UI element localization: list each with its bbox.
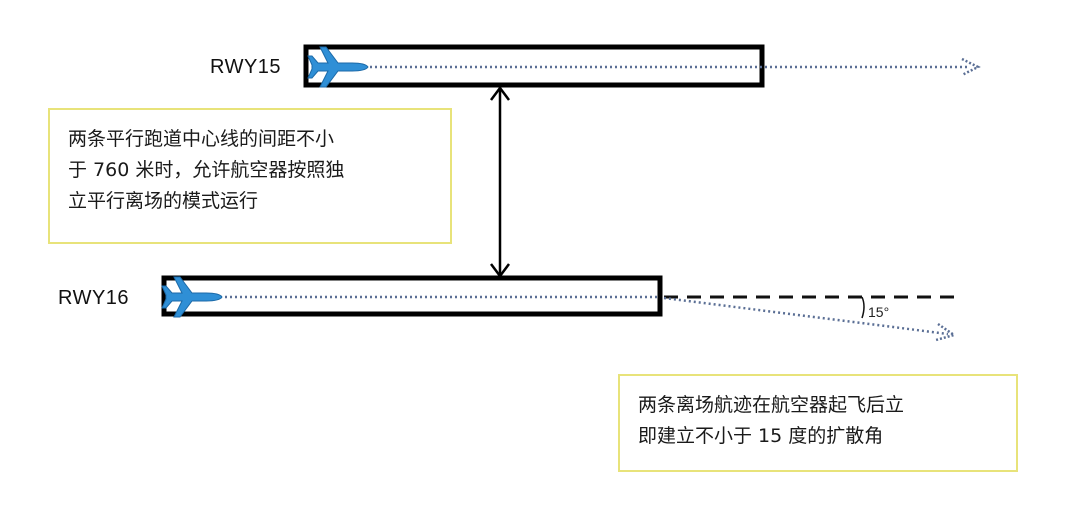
separation-note: 两条平行跑道中心线的间距不小 于 760 米时，允许航空器按照独 立平行离场的模… [48,108,452,244]
diverging-track [663,296,949,336]
separation-arrow-top-head [490,85,510,101]
runway-label-15: RWY15 [210,56,282,78]
note-line: 两条平行跑道中心线的间距不小 [68,128,335,150]
note-line: 两条离场航迹在航空器起飞后立 [638,394,905,416]
note-line: 即建立不小于 15 度的扩散角 [638,424,884,447]
runway-15-track-arrowhead [961,57,981,77]
note-line: 于 760 米时，允许航空器按照独 [68,158,345,181]
separation-arrow-bottom-head [490,263,510,279]
note-line: 立平行离场的模式运行 [68,189,259,212]
angle-arc [861,296,865,319]
angle-label: 15° [868,304,890,320]
runway-label-16: RWY16 [58,287,130,309]
divergence-note: 两条离场航迹在航空器起飞后立 即建立不小于 15 度的扩散角 [618,374,1018,472]
runway-15 [303,44,765,88]
